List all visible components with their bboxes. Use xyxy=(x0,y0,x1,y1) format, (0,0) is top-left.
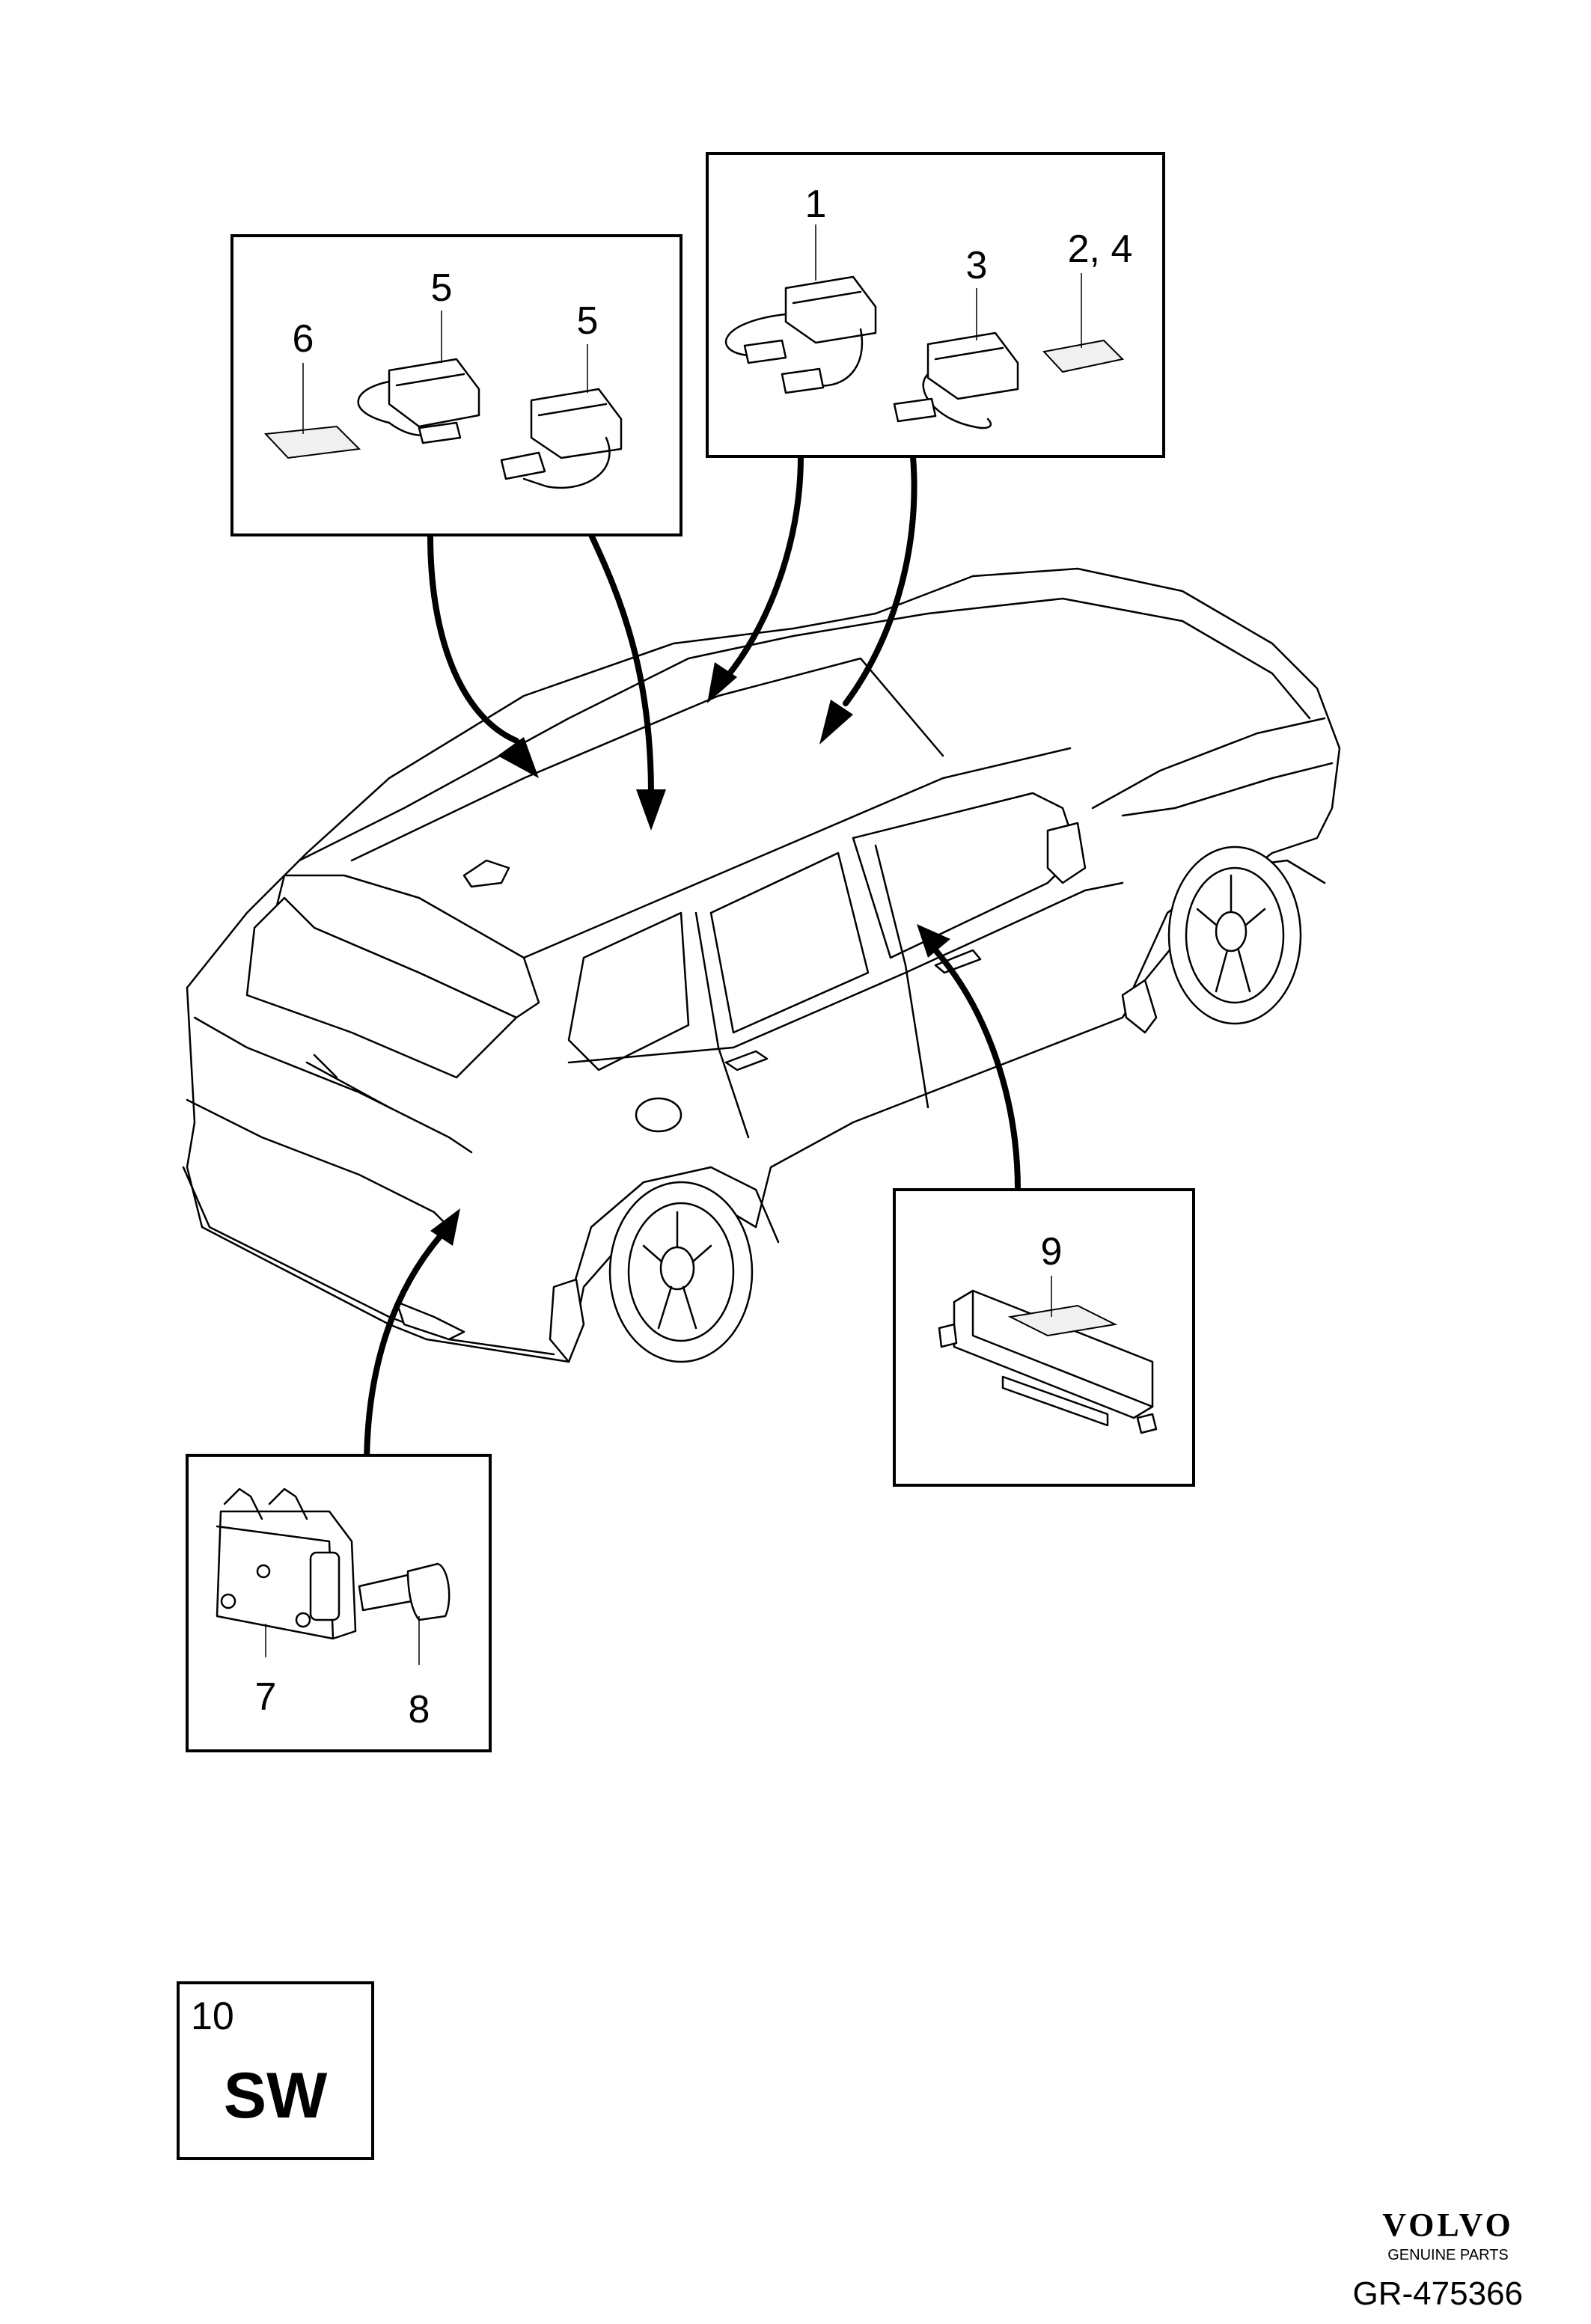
software-box: 10 SW xyxy=(177,1981,374,2160)
lamp-part-5-right xyxy=(500,344,623,489)
leader-arrows xyxy=(364,453,1021,1470)
callout-6: 6 xyxy=(293,317,314,361)
callout-8: 8 xyxy=(409,1688,430,1731)
lamp-part-1 xyxy=(725,224,877,394)
arrowhead xyxy=(498,737,539,778)
parts-box-ceiling-lights-front: 1 3 2, 4 xyxy=(706,152,1165,458)
parts-box-control-module: 9 xyxy=(893,1188,1195,1487)
arrow-to-door xyxy=(932,947,1021,1193)
callout-10: 10 xyxy=(191,1995,234,2038)
arrowhead xyxy=(819,700,853,744)
vehicle-illustration xyxy=(182,567,1341,1363)
arrowhead xyxy=(707,662,737,703)
key-part-8 xyxy=(358,1562,451,1665)
callout-5-left: 5 xyxy=(431,266,453,310)
callout-2-4: 2, 4 xyxy=(1068,227,1133,271)
software-label: SW xyxy=(224,2060,328,2132)
callout-1: 1 xyxy=(805,183,827,226)
callout-9: 9 xyxy=(1041,1230,1063,1273)
pad-part-2-4 xyxy=(1042,339,1125,373)
pad-part-6 xyxy=(263,425,361,459)
genuine-parts-text: GENUINE PARTS xyxy=(1387,2247,1509,2263)
arrowhead xyxy=(430,1208,460,1246)
volvo-logo: VOLVO xyxy=(1382,2207,1514,2243)
diagram-reference: GR-475366 xyxy=(1353,2275,1523,2312)
arrowhead xyxy=(917,924,950,958)
callout-3: 3 xyxy=(966,244,988,287)
arrow-to-roof-front xyxy=(727,453,804,676)
lamp-part-3 xyxy=(893,288,1019,429)
control-module-part-9 xyxy=(938,1276,1158,1434)
parts-box-ceiling-lights-rear: 6 5 5 xyxy=(230,234,682,536)
arrow-to-rear xyxy=(364,1232,445,1470)
lock-unit-part-7 xyxy=(216,1487,357,1657)
lamp-part-5-left xyxy=(357,311,480,444)
arrow-to-roof-middle xyxy=(588,532,654,796)
parts-box-lock-key: 7 8 xyxy=(186,1454,492,1752)
arrow-to-roof-front-2 xyxy=(843,453,917,706)
callout-5-right: 5 xyxy=(577,299,599,343)
callout-7: 7 xyxy=(255,1675,277,1719)
arrowhead xyxy=(636,789,666,831)
arrow-to-roof-rear xyxy=(427,532,519,744)
branding-block: VOLVO GENUINE PARTS GR-475366 xyxy=(1353,2207,1523,2312)
